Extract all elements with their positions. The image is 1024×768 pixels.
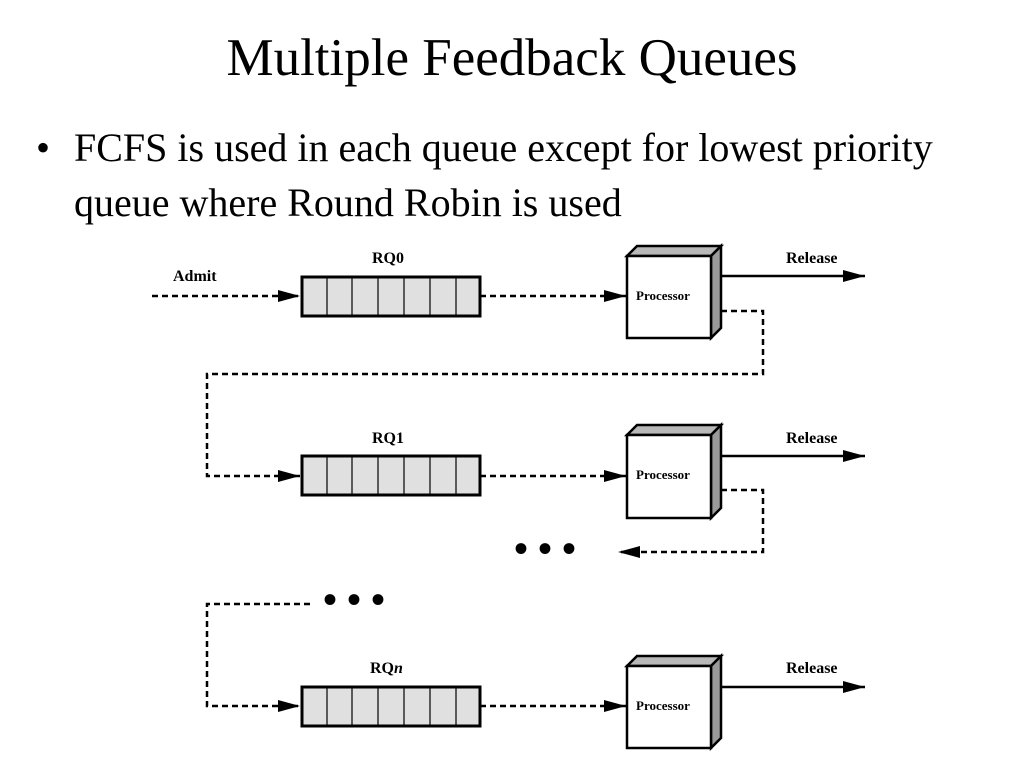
queue-label-rqn: RQn xyxy=(370,660,403,677)
release-label-n: Release xyxy=(786,660,838,677)
queue-label-rq0: RQ0 xyxy=(372,250,404,267)
feedback-arrow-1-to-next xyxy=(618,488,765,558)
processor-label-0: Processor xyxy=(636,288,690,303)
admit-label: Admit xyxy=(173,268,217,285)
queue-row-1: RQ1 Processor Release xyxy=(300,421,865,558)
bullet-marker: • xyxy=(36,125,51,170)
processor-0: Processor xyxy=(623,242,725,342)
queue-rq0 xyxy=(300,275,482,318)
queue-label-rqn-italic: n xyxy=(394,660,403,677)
processor-1: Processor xyxy=(623,421,725,522)
release-label-0: Release xyxy=(786,250,838,267)
queue-label-rq1: RQ1 xyxy=(372,430,404,447)
queue-rq1 xyxy=(300,454,482,497)
ellipsis-upper: • • • xyxy=(514,526,576,571)
release-label-1: Release xyxy=(786,430,838,447)
slide-title: Multiple Feedback Queues xyxy=(226,29,798,87)
processor-n: Processor xyxy=(623,652,725,752)
feedback-arrow-into-n xyxy=(205,602,310,712)
ellipsis-lower: • • • xyxy=(323,577,385,622)
queue-rqn xyxy=(300,685,482,728)
queue-label-rqn-prefix: RQ xyxy=(370,660,394,677)
processor-label-1: Processor xyxy=(636,467,690,482)
bullet-text: FCFS is used in each queue except for lo… xyxy=(74,125,933,225)
processor-label-n: Processor xyxy=(636,698,690,713)
feedback-arrow-0-to-1 xyxy=(205,309,765,482)
queue-row-0: RQ0 Processor Release xyxy=(205,242,865,482)
queue-row-n: RQn Processor Release xyxy=(205,602,865,752)
